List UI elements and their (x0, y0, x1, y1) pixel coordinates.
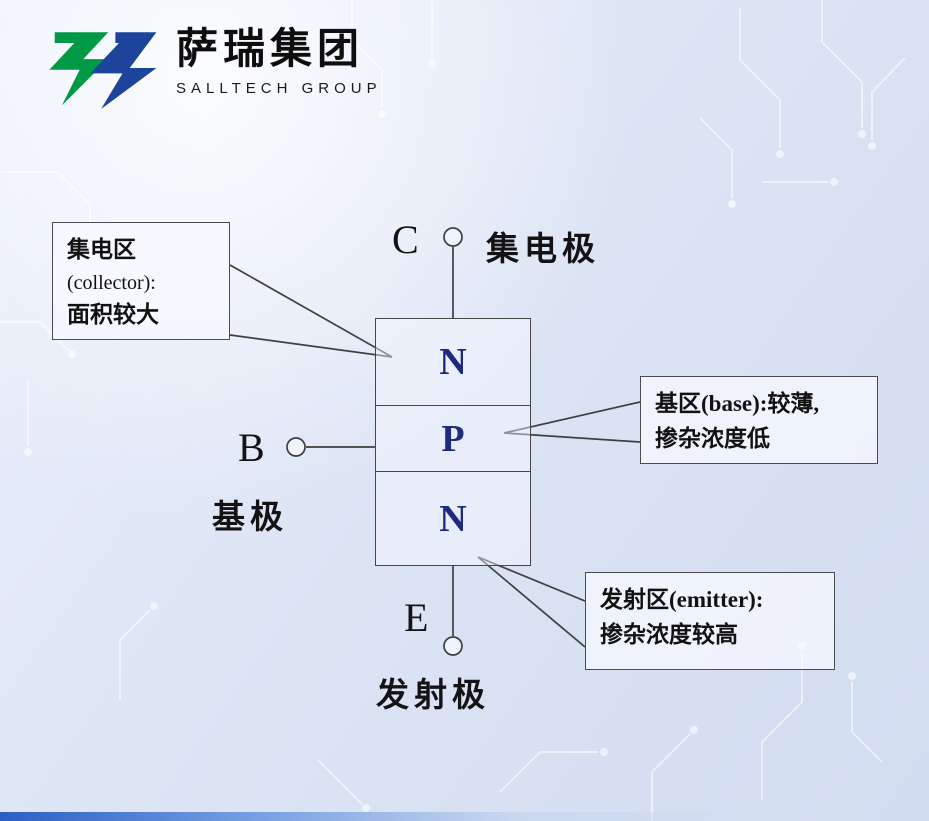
base-callout-line-2: 掺杂浓度低 (655, 425, 770, 451)
salltech-logo-icon (49, 32, 157, 110)
emitter-terminal-name: 发射极 (376, 678, 490, 714)
base-region-p: P (376, 405, 530, 471)
collector-region-n: N (376, 319, 530, 405)
collector-callout-leader-bottom (229, 334, 393, 358)
company-name-chinese: 萨瑞集团 (176, 27, 365, 73)
collector-terminal-letter: C (392, 217, 419, 262)
trace-cluster-top-right (699, 0, 906, 208)
collector-callout-leader-top (229, 264, 393, 358)
base-region-callout: 基区(base):较薄, 掺杂浓度低 (640, 376, 878, 464)
emitter-callout-line-2: 掺杂浓度较高 (600, 621, 738, 647)
collector-terminal-node (443, 227, 463, 247)
npn-transistor-structure: N P N (375, 318, 531, 566)
collector-callout-line-3: 面积较大 (67, 301, 159, 327)
emitter-callout-leader-bottom (477, 556, 586, 648)
base-terminal-letter: B (238, 425, 265, 470)
collector-callout-line-2: (collector): (67, 271, 156, 294)
logo-blue-shape (90, 32, 157, 110)
company-name-english: SALLTECH GROUP (176, 80, 382, 98)
emitter-region-label: N (439, 497, 467, 540)
logo-green-shape (49, 32, 109, 106)
emitter-callout-line-1: 发射区(emitter): (600, 587, 764, 612)
collector-region-label: N (439, 341, 467, 383)
base-region-label: P (441, 417, 465, 460)
base-terminal-name: 基极 (212, 500, 288, 536)
collector-terminal-name: 集电极 (486, 232, 600, 268)
bottom-accent-bar (0, 812, 929, 821)
logo-text: 萨瑞集团 SALLTECH GROUP (176, 26, 382, 97)
emitter-terminal-node (443, 636, 463, 656)
base-terminal-node (286, 437, 306, 457)
emitter-region-callout: 发射区(emitter): 掺杂浓度较高 (585, 572, 835, 670)
logo: 萨瑞集团 SALLTECH GROUP (44, 26, 382, 110)
collector-callout-line-1: 集电区 (67, 237, 136, 262)
emitter-terminal-letter: E (404, 595, 429, 640)
emitter-region-n: N (376, 471, 530, 565)
collector-region-callout: 集电区 (collector): 面积较大 (52, 222, 230, 340)
base-callout-line-1: 基区(base):较薄, (655, 391, 820, 416)
